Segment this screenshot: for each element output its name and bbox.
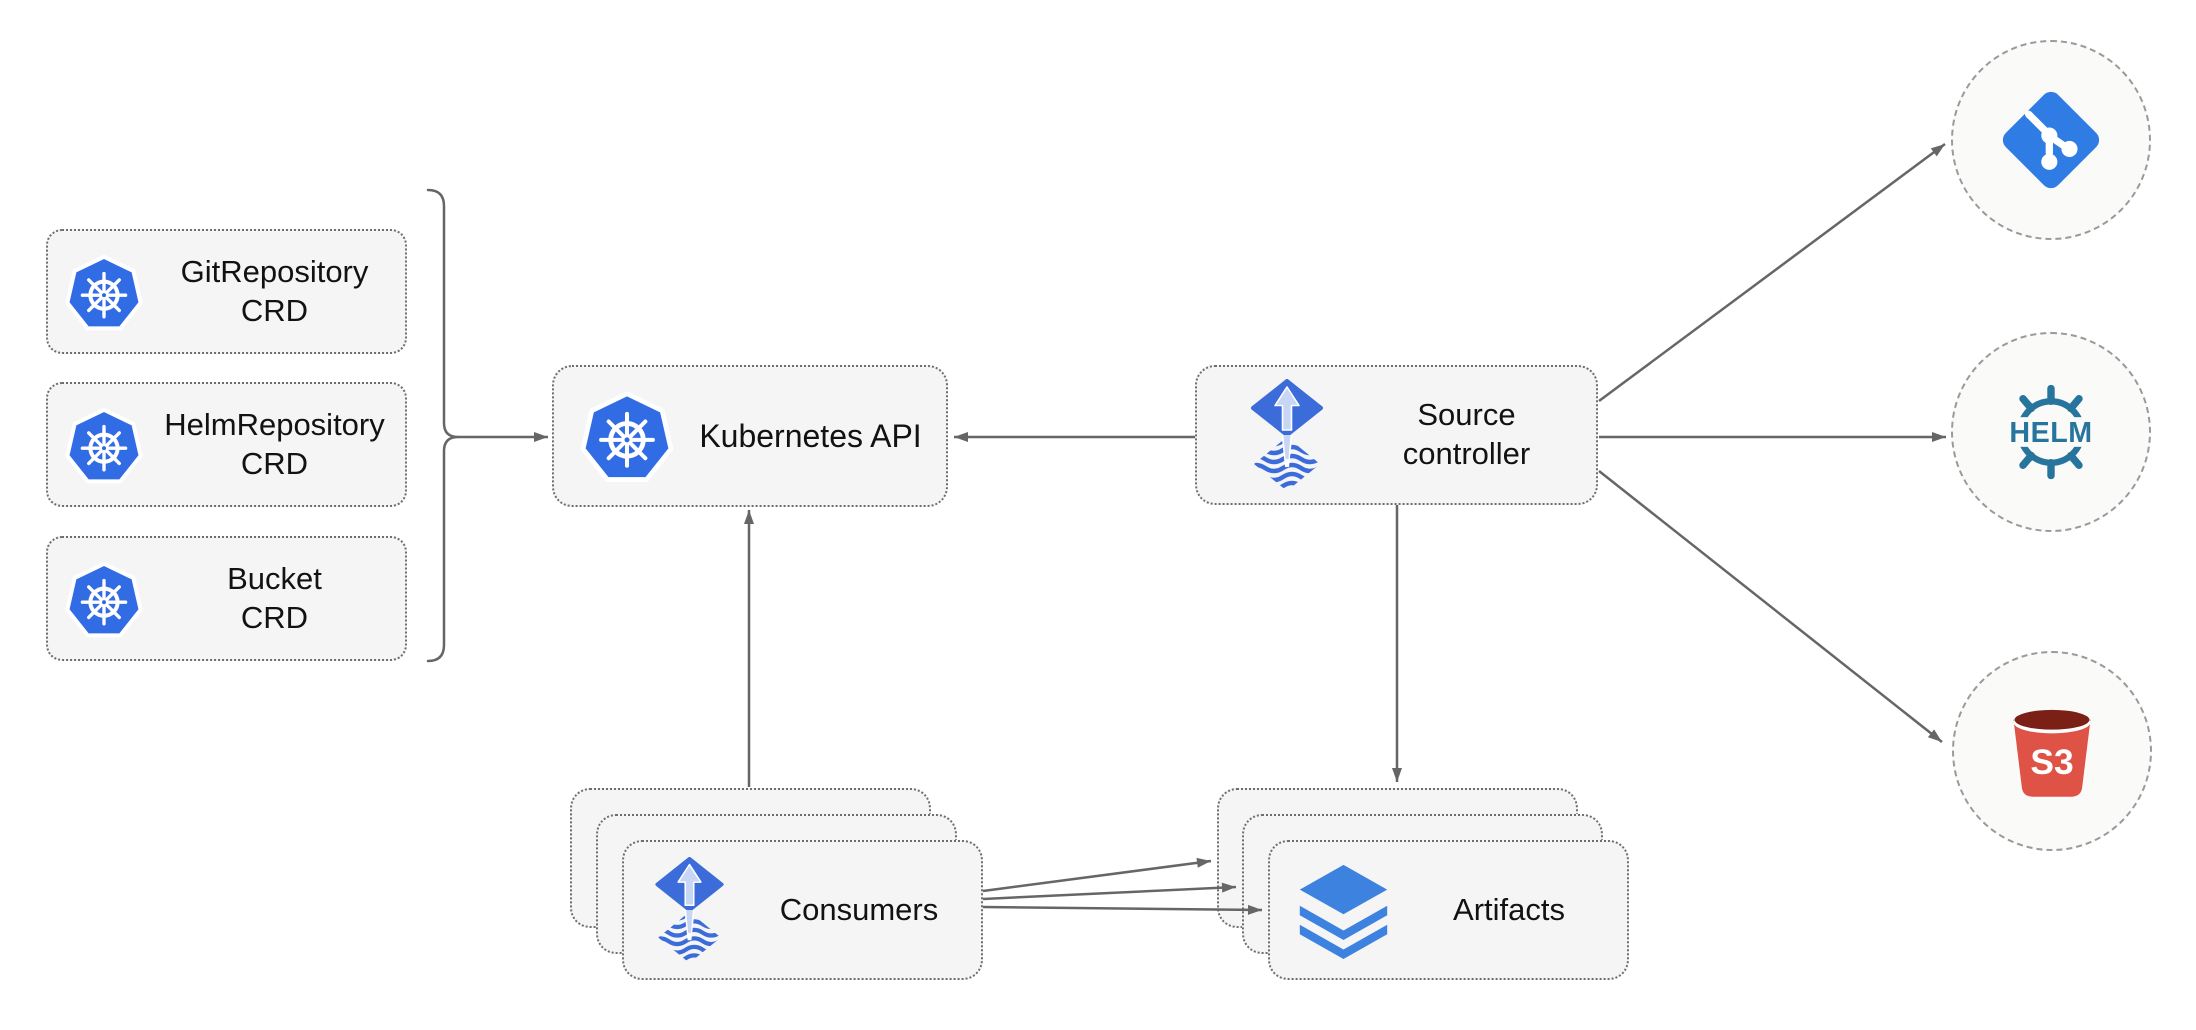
node-label-line2: CRD	[240, 599, 309, 635]
node-label-line2: CRD	[240, 292, 309, 328]
node-label-line1: Source	[1417, 397, 1516, 433]
node-label: HelmRepository CRD	[144, 406, 405, 484]
node-source-controller: Source controller	[1195, 365, 1598, 505]
edge-source-controller-to-git	[1598, 142, 1946, 403]
node-consumers: Consumers	[622, 840, 983, 980]
node-label-line2: CRD	[240, 445, 309, 481]
crd-grouping-bracket	[426, 188, 460, 663]
flux-icon	[1237, 379, 1337, 491]
node-label-line1: GitRepository	[180, 253, 369, 289]
flux-icon	[642, 857, 737, 963]
node-label: Bucket CRD	[144, 560, 405, 638]
endpoint-s3: S3	[1952, 651, 2152, 851]
kubernetes-icon	[579, 388, 675, 484]
node-kubernetes-api: Kubernetes API	[552, 365, 948, 507]
edge-consumers-to-artifacts-back	[982, 857, 1212, 893]
kubernetes-icon	[65, 254, 143, 330]
kubernetes-icon	[65, 561, 143, 637]
node-bucket-crd: Bucket CRD	[46, 536, 407, 661]
node-label-line1: Bucket	[227, 560, 322, 596]
node-label: Source controller	[1337, 396, 1596, 474]
s3-logo-text: S3	[2030, 743, 2073, 782]
node-label: Artifacts	[1453, 891, 1565, 927]
node-label: Consumers	[779, 891, 939, 927]
git-icon	[2002, 91, 2100, 189]
node-label-line1: HelmRepository	[164, 406, 385, 442]
endpoint-git	[1951, 40, 2151, 240]
node-label-line2: controller	[1402, 436, 1531, 471]
edge-source-controller-to-s3	[1598, 470, 1943, 743]
node-helmrepository-crd: HelmRepository CRD	[46, 382, 407, 507]
endpoint-helm: HELM	[1951, 332, 2151, 532]
node-gitrepository-crd: GitRepository CRD	[46, 229, 407, 354]
node-artifacts: Artifacts	[1268, 840, 1629, 980]
helm-logo-text: HELM	[2009, 417, 2092, 449]
s3-bucket-icon: S3	[2013, 709, 2091, 797]
node-label: Kubernetes API	[699, 418, 922, 454]
layers-icon	[1299, 864, 1388, 959]
helm-icon: HELM	[2003, 384, 2099, 480]
kubernetes-icon	[65, 407, 143, 483]
edge-consumers-to-artifacts-middle	[982, 882, 1237, 901]
node-label: GitRepository CRD	[144, 253, 405, 331]
